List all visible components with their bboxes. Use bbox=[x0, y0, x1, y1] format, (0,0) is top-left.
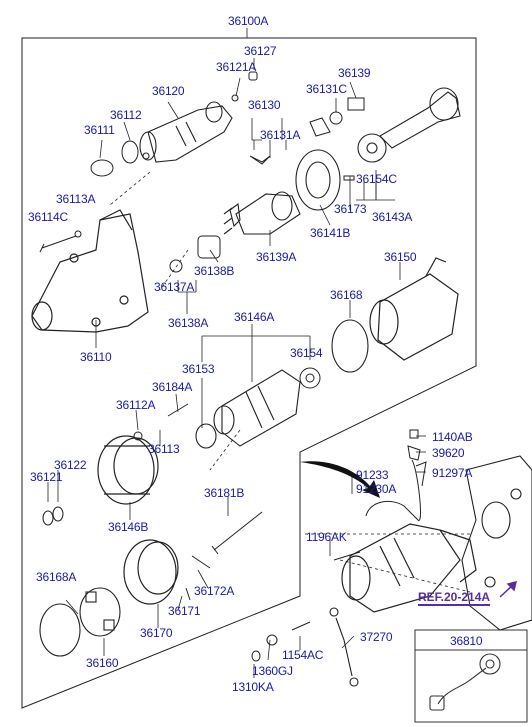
part-36184a bbox=[167, 403, 189, 417]
label-36160: 36160 bbox=[86, 656, 119, 670]
label-36150: 36150 bbox=[384, 250, 417, 264]
label-36170: 36170 bbox=[140, 626, 173, 640]
label-1196ak: 1196AK bbox=[306, 530, 347, 544]
part-1360gj bbox=[266, 634, 278, 646]
part-36131c bbox=[309, 111, 343, 137]
label-1310ka: 1310KA bbox=[232, 680, 274, 694]
label-36153: 36153 bbox=[182, 362, 215, 376]
label-39620: 39620 bbox=[432, 446, 465, 460]
label-36121a: 36121A bbox=[216, 60, 257, 74]
part-36121a bbox=[231, 94, 239, 102]
ref-arrow bbox=[499, 580, 518, 598]
part-36113a bbox=[74, 230, 82, 238]
part-36131a bbox=[249, 155, 271, 165]
label-36172a: 36172A bbox=[194, 584, 235, 598]
label-36137a: 36137A bbox=[154, 280, 195, 294]
label-1140ab: 1140AB bbox=[432, 430, 473, 444]
label-36112a: 36112A bbox=[116, 398, 156, 412]
label-36130: 36130 bbox=[248, 98, 281, 112]
part-36160-brush-holder bbox=[79, 587, 121, 637]
part-36121-washer bbox=[42, 510, 54, 526]
part-36181b-bolt bbox=[211, 511, 263, 555]
part-36143a-armature bbox=[357, 87, 461, 163]
label-36113: 36113 bbox=[148, 442, 180, 456]
part-36112a bbox=[133, 431, 143, 441]
assembly-frame bbox=[21, 37, 477, 709]
label-36181b: 36181B bbox=[204, 486, 245, 500]
label-36168a: 36168A bbox=[36, 570, 77, 584]
label-36100a: 36100A bbox=[228, 14, 269, 28]
label-36173: 36173 bbox=[334, 202, 367, 216]
part-39620 bbox=[407, 445, 421, 461]
part-1154ac bbox=[291, 621, 311, 631]
label-36121: 36121 bbox=[30, 470, 63, 484]
part-36114c-bolt bbox=[39, 235, 77, 253]
label-37270: 37270 bbox=[360, 630, 393, 644]
part-36139a-drive bbox=[223, 191, 301, 235]
label-36139a: 36139A bbox=[256, 250, 297, 264]
part-36154c bbox=[343, 175, 355, 181]
label-1154ac: 1154AC bbox=[282, 648, 324, 662]
label-91230a: 91230A bbox=[356, 482, 397, 496]
part-36111-ring bbox=[90, 159, 114, 177]
direction-arrow bbox=[300, 461, 380, 498]
label-36171: 36171 bbox=[168, 604, 201, 618]
part-36154-bearing bbox=[299, 367, 321, 389]
part-36139 bbox=[347, 97, 365, 111]
part-36146b-end-frame bbox=[97, 435, 159, 505]
reference-link-20-214a[interactable]: REF.20-214A bbox=[418, 590, 491, 606]
part-36146a-armature bbox=[195, 369, 301, 449]
part-36150-yoke bbox=[369, 257, 459, 361]
label-36154c: 36154C bbox=[356, 172, 397, 186]
part-37270-cable bbox=[329, 607, 359, 687]
label-91233: 91233 bbox=[356, 468, 389, 482]
label-36112: 36112 bbox=[110, 108, 142, 122]
part-91233-harness bbox=[365, 459, 421, 521]
label-36143a: 36143A bbox=[372, 210, 413, 224]
label-36139: 36139 bbox=[338, 66, 371, 80]
label-36184a: 36184A bbox=[152, 380, 193, 394]
part-1140ab bbox=[409, 429, 419, 439]
part-36112-ring bbox=[121, 140, 139, 164]
part-36168-ring bbox=[331, 319, 369, 373]
part-36168a-ring bbox=[39, 603, 81, 657]
label-36131a: 36131A bbox=[260, 128, 301, 142]
label-1360gj: 1360GJ bbox=[252, 664, 293, 678]
part-36120-solenoid bbox=[139, 101, 233, 163]
label-36146b: 36146B bbox=[108, 520, 149, 534]
part-36137a bbox=[169, 259, 183, 273]
part-36110-housing bbox=[31, 209, 149, 333]
label-91297a: 91297A bbox=[432, 466, 473, 480]
part-36122-washer bbox=[52, 506, 64, 522]
label-36138a: 36138A bbox=[168, 316, 209, 330]
label-36113a: 36113A bbox=[56, 192, 96, 206]
label-36168: 36168 bbox=[330, 288, 363, 302]
part-36810-connector bbox=[429, 653, 501, 711]
part-36171 bbox=[185, 587, 191, 601]
part-starter-assembly bbox=[341, 523, 477, 613]
part-1310ka bbox=[251, 650, 261, 662]
part-36141b bbox=[295, 149, 341, 211]
part-36170-cover bbox=[123, 539, 179, 605]
part-1196ak bbox=[333, 551, 361, 561]
label-36114c: 36114C bbox=[28, 210, 68, 224]
label-36110: 36110 bbox=[80, 350, 112, 364]
label-36154: 36154 bbox=[290, 346, 323, 360]
part-36127 bbox=[248, 71, 258, 81]
label-36120: 36120 bbox=[152, 84, 185, 98]
label-36111: 36111 bbox=[84, 123, 115, 137]
label-36810: 36810 bbox=[450, 634, 483, 648]
label-36131c: 36131C bbox=[306, 82, 347, 96]
part-36172a bbox=[191, 555, 211, 569]
label-36141b: 36141B bbox=[310, 226, 351, 240]
part-36138b bbox=[197, 235, 221, 259]
part-91297a bbox=[415, 461, 427, 487]
label-36127: 36127 bbox=[244, 44, 277, 58]
label-36146a: 36146A bbox=[234, 310, 275, 324]
label-36138b: 36138B bbox=[194, 264, 235, 278]
label-36122: 36122 bbox=[54, 458, 87, 472]
inset-36810 bbox=[414, 629, 528, 723]
